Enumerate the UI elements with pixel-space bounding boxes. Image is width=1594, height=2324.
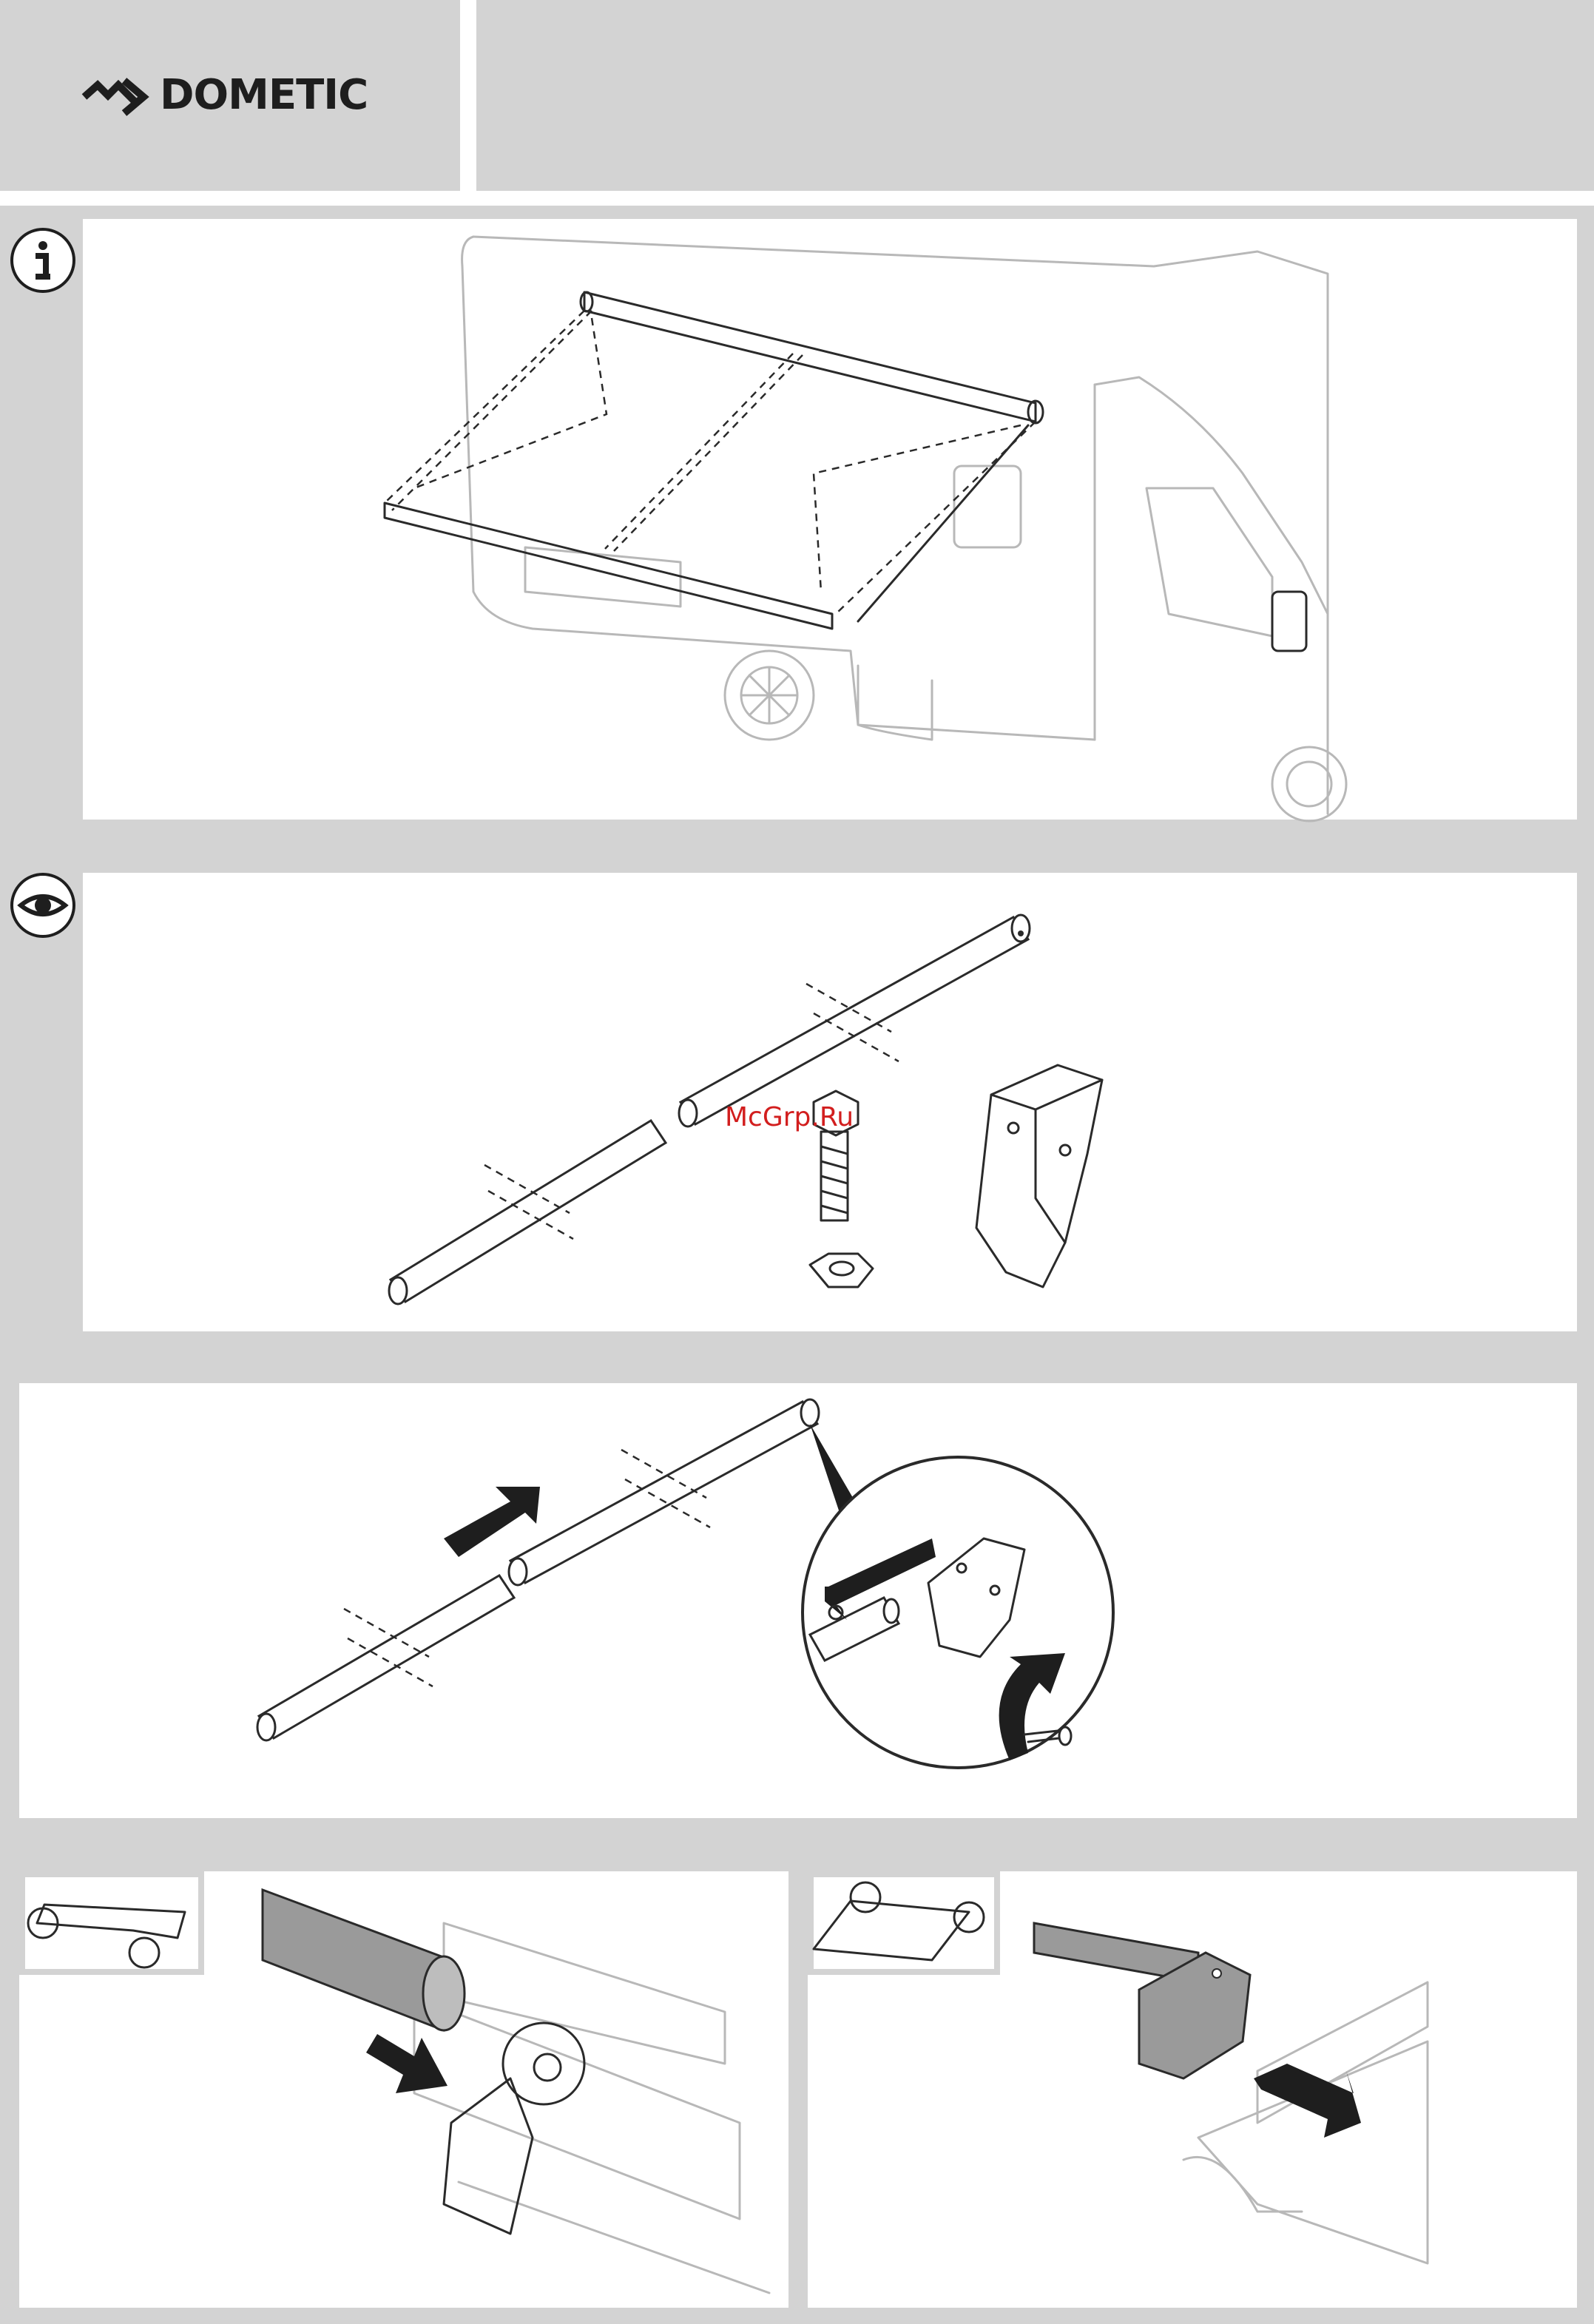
mount-right-illustration [0,0,1594,2324]
